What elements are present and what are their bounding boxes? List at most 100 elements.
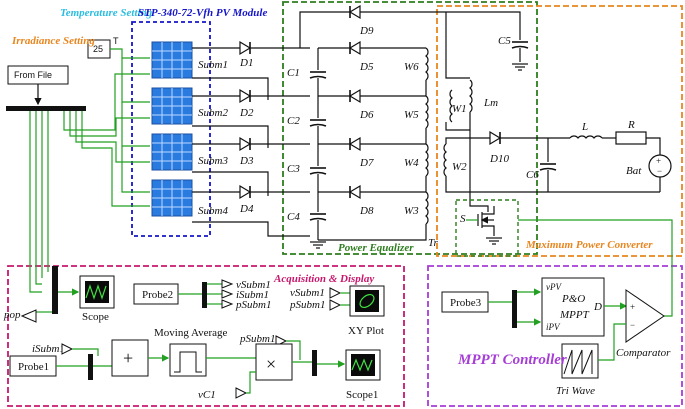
d2-label: D2 bbox=[239, 107, 254, 119]
diode-d3 bbox=[239, 137, 251, 151]
d-out-label: D bbox=[593, 301, 602, 313]
xy-v-label: vSubm1 bbox=[290, 287, 325, 299]
coil-lm bbox=[469, 79, 473, 113]
xy-p-label: pSubm1 bbox=[289, 299, 325, 311]
coil-w3 bbox=[425, 191, 429, 225]
temperature-value: 25 bbox=[93, 44, 103, 54]
acquisition-display-title: Acquisition & Display bbox=[273, 273, 374, 285]
subm3-label: Subm3 bbox=[198, 155, 228, 167]
mppt-controller-box bbox=[427, 265, 683, 407]
vc1-label: vC1 bbox=[198, 389, 216, 401]
inductor-l bbox=[569, 135, 603, 139]
d5-label: D5 bbox=[359, 61, 374, 73]
capacitor-c5 bbox=[511, 41, 529, 49]
power-equalizer-box bbox=[282, 1, 538, 255]
demux-bar bbox=[6, 106, 86, 111]
multiply-block[interactable] bbox=[255, 343, 293, 381]
max-power-converter-title: Maximum Power Converter bbox=[525, 239, 653, 251]
c6-label: C6 bbox=[526, 169, 539, 181]
diode-d6 bbox=[349, 89, 361, 103]
temperature-port-label: T bbox=[113, 36, 119, 46]
capacitor-c6 bbox=[539, 163, 557, 171]
from-file-label: From File bbox=[14, 70, 52, 80]
w5-label: W5 bbox=[404, 109, 419, 121]
d1-label: D1 bbox=[239, 57, 253, 69]
capacitor-c3 bbox=[309, 167, 327, 175]
pop-label: pop bbox=[3, 309, 21, 321]
pv-module-title: STP-340-72-Vfh PV Module bbox=[138, 7, 267, 19]
mppt-controller-title: MPPT Controller bbox=[457, 352, 567, 368]
coil-w5 bbox=[425, 95, 429, 129]
diode-d5 bbox=[349, 41, 361, 55]
d7-label: D7 bbox=[359, 157, 374, 169]
bat-label: Bat bbox=[626, 165, 642, 177]
probe1-label: Probe1 bbox=[18, 361, 49, 373]
comparator-label: Comparator bbox=[616, 347, 671, 359]
capacitor-c1 bbox=[309, 71, 327, 79]
comparator-block[interactable] bbox=[625, 289, 665, 343]
d9-label: D9 bbox=[359, 25, 374, 37]
tri-wave-block[interactable] bbox=[561, 343, 599, 379]
xy-plot-label: XY Plot bbox=[348, 325, 384, 337]
diode-d10 bbox=[489, 131, 501, 145]
p-subm1-out-label: pSubm1 bbox=[239, 333, 275, 345]
c3-label: C3 bbox=[287, 163, 300, 175]
diode-d7 bbox=[349, 137, 361, 151]
c1-label: C1 bbox=[287, 67, 300, 79]
s-label: S bbox=[460, 213, 466, 225]
coil-w6 bbox=[425, 47, 429, 81]
pv-submodule-1[interactable] bbox=[151, 41, 193, 79]
probe2-label: Probe2 bbox=[142, 289, 173, 301]
i-subm1-in-label: iSubm1 bbox=[32, 343, 65, 355]
pv-submodule-2[interactable] bbox=[151, 87, 193, 125]
mux-bar-1 bbox=[52, 266, 58, 314]
c4-label: C4 bbox=[287, 211, 300, 223]
power-equalizer-title: Power Equalizer bbox=[338, 242, 414, 254]
c2-label: C2 bbox=[287, 115, 300, 127]
acquisition-display-box bbox=[7, 265, 405, 407]
scope1-label: Scope1 bbox=[346, 389, 378, 401]
d6-label: D6 bbox=[359, 109, 374, 121]
temperature-setting-label: Temperature Setting bbox=[60, 7, 153, 19]
po-mppt-block[interactable] bbox=[541, 277, 605, 337]
diode-d8 bbox=[349, 185, 361, 199]
probe3-label: Probe3 bbox=[450, 297, 482, 309]
w4-label: W4 bbox=[404, 157, 419, 169]
irradiance-setting-label: Irradiance Setting bbox=[11, 35, 95, 47]
mppt-label: MPPT bbox=[559, 309, 590, 321]
svg-text:+: + bbox=[123, 348, 133, 368]
ipv-label: iPV bbox=[546, 322, 561, 332]
max-power-converter-box bbox=[436, 5, 683, 257]
tri-wave-label: Tri Wave bbox=[556, 385, 595, 397]
capacitor-c4 bbox=[309, 213, 327, 221]
svg-text:+: + bbox=[656, 156, 661, 166]
d10-label: D10 bbox=[489, 153, 509, 165]
svg-text:−: − bbox=[657, 166, 662, 176]
d8-label: D8 bbox=[359, 205, 374, 217]
product-block[interactable] bbox=[111, 339, 149, 377]
vpv-label: vPV bbox=[546, 282, 562, 292]
moving-average-block[interactable] bbox=[169, 343, 207, 377]
w6-label: W6 bbox=[404, 61, 419, 73]
pop-gain bbox=[20, 309, 37, 323]
svg-text:×: × bbox=[266, 354, 276, 374]
subm2-label: Subm2 bbox=[198, 107, 228, 119]
lm-label: Lm bbox=[483, 97, 498, 109]
i-subm1-label: iSubm1 bbox=[236, 289, 269, 301]
w3-label: W3 bbox=[404, 205, 419, 217]
capacitor-c2 bbox=[309, 119, 327, 127]
v-subm1-label: vSubm1 bbox=[236, 279, 271, 291]
d4-label: D4 bbox=[239, 203, 254, 215]
tr-label: Tr bbox=[428, 237, 439, 249]
pv-submodule-4[interactable] bbox=[151, 179, 193, 217]
l-label: L bbox=[581, 121, 588, 133]
pv-submodule-3[interactable] bbox=[151, 133, 193, 171]
d3-label: D3 bbox=[239, 155, 254, 167]
diode-d2 bbox=[239, 89, 251, 103]
svg-text:−: − bbox=[630, 320, 635, 330]
w2-label: W2 bbox=[452, 161, 467, 173]
po-label: P&O bbox=[561, 293, 585, 305]
r-label: R bbox=[627, 119, 635, 131]
coil-w2 bbox=[443, 143, 447, 177]
